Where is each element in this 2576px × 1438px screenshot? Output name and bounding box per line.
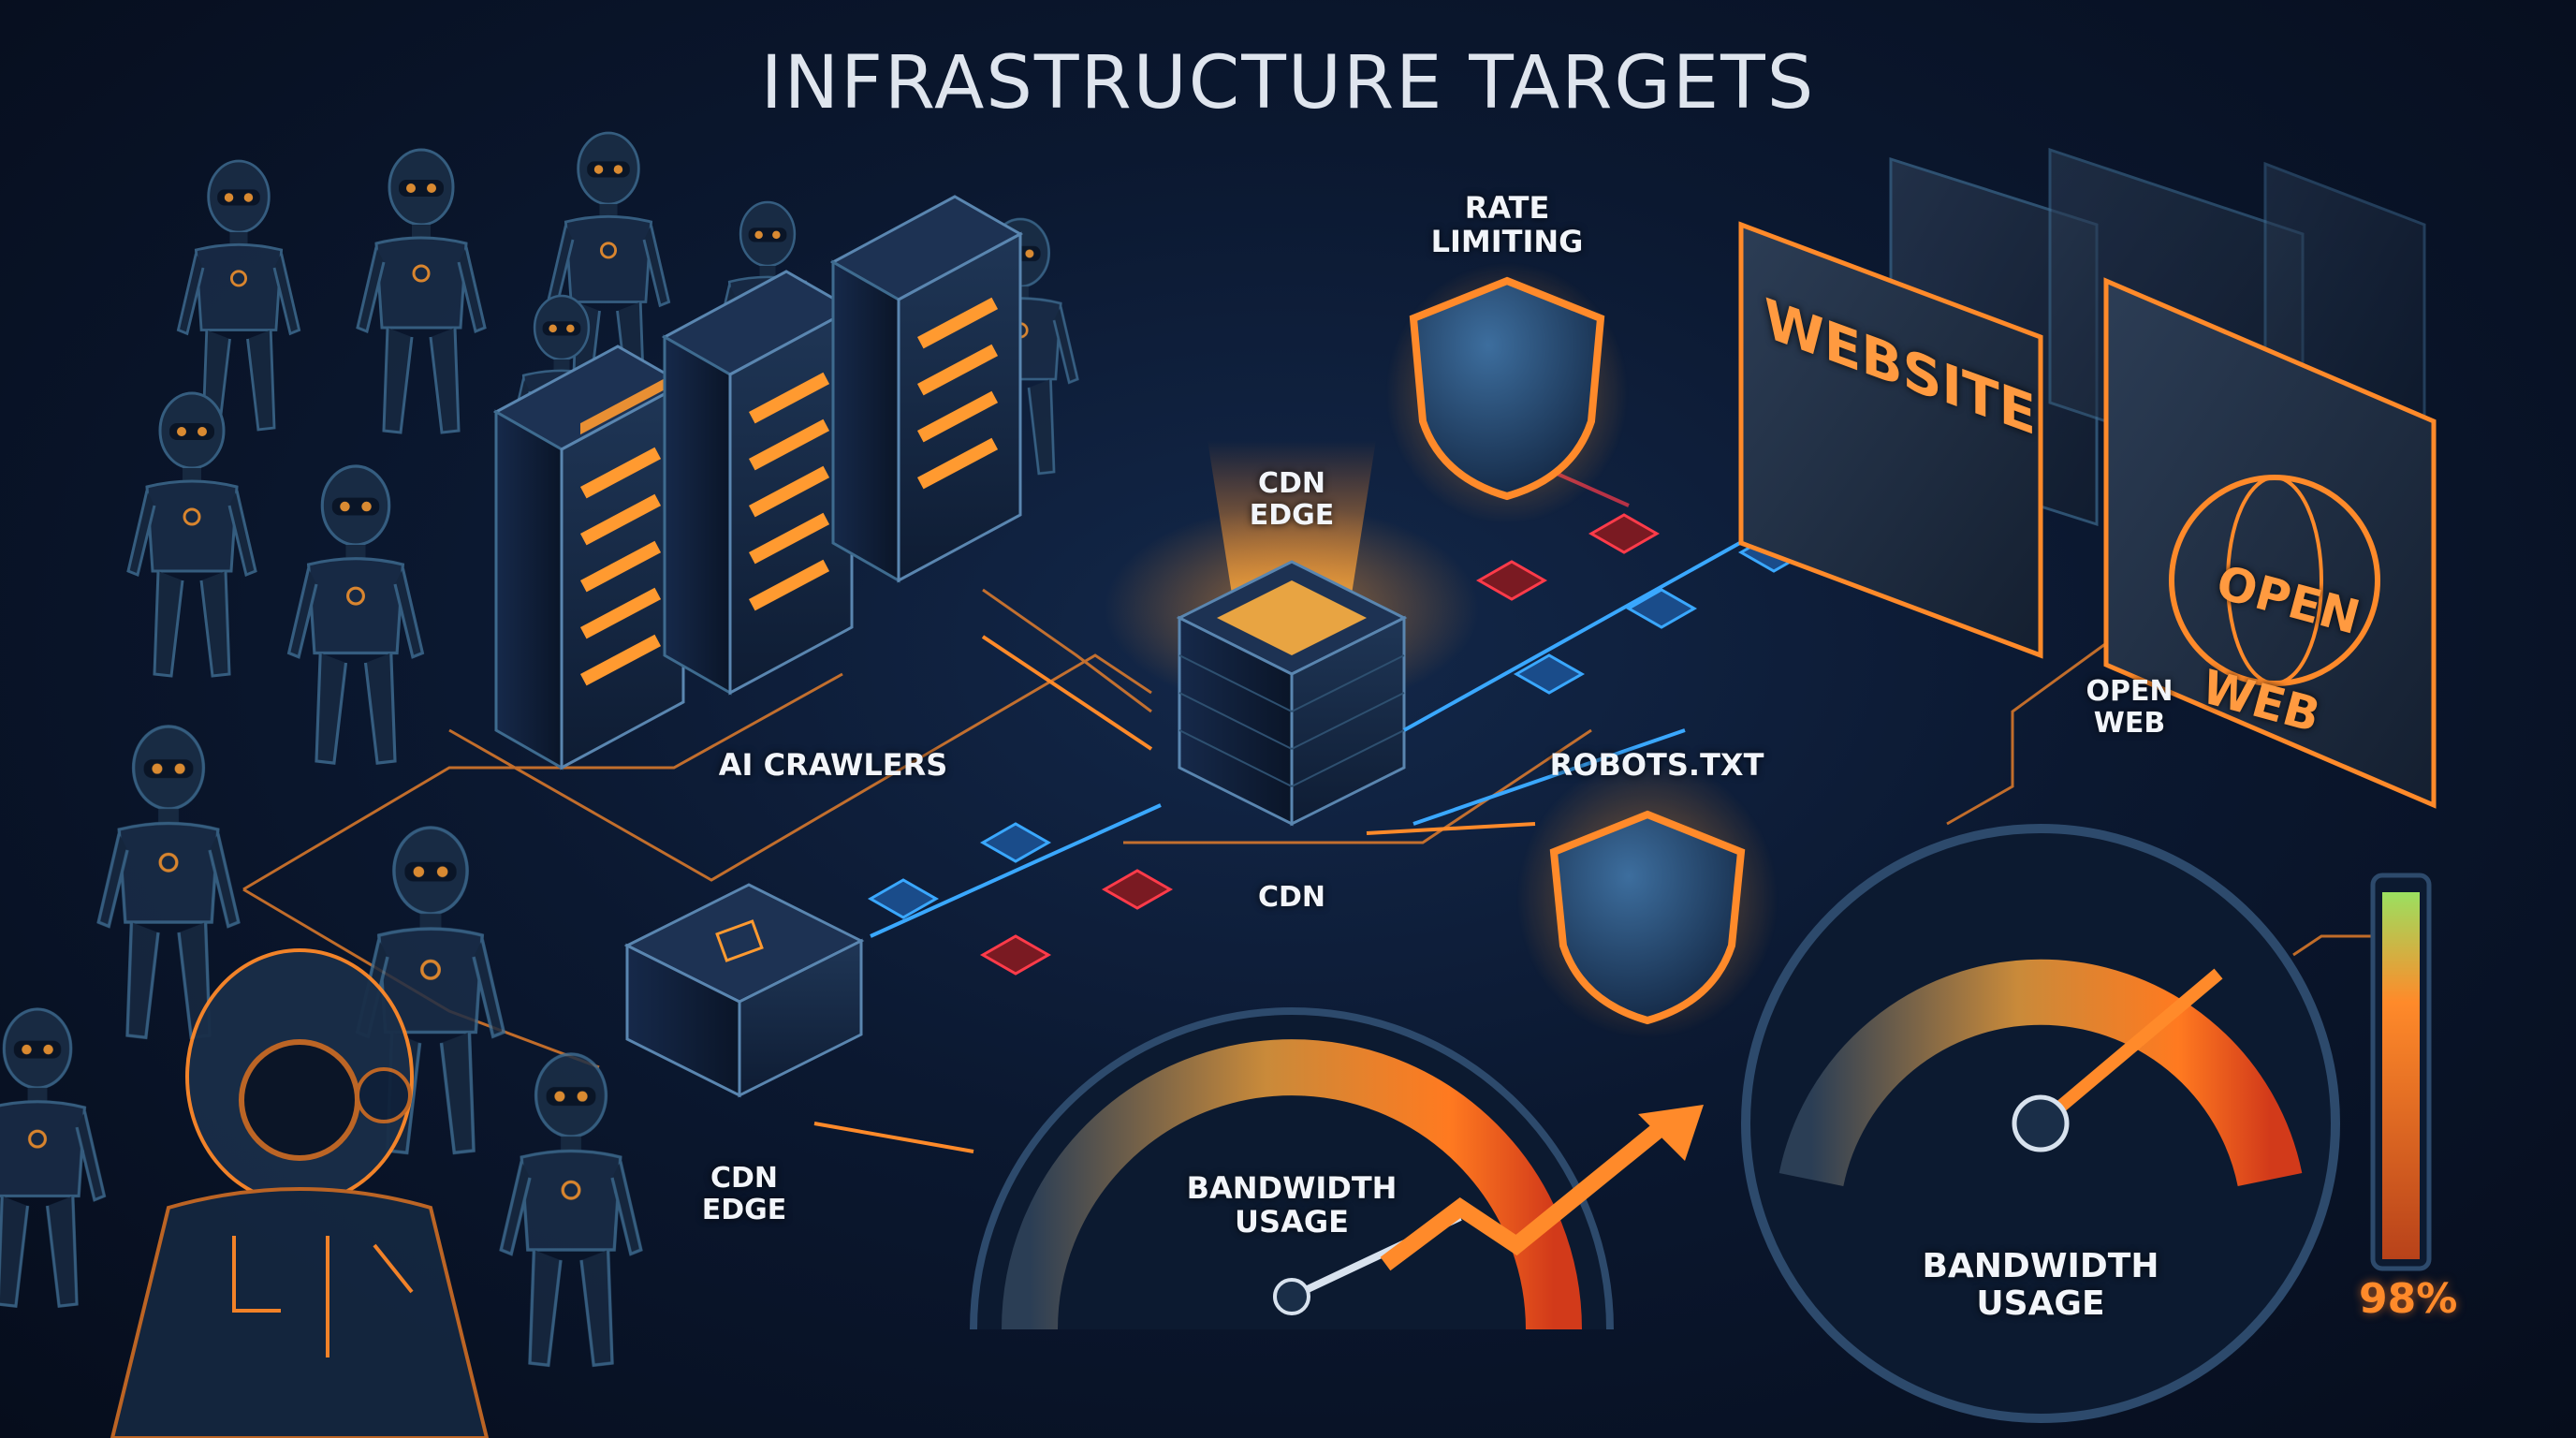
bandwidth-gauge-left (970, 1007, 1704, 1330)
foreground-robot (110, 948, 490, 1438)
rate-limiting-shield (1385, 262, 1629, 524)
server-racks (492, 195, 1024, 770)
page-title: INFRASTRUCTURE TARGETS (760, 41, 1816, 125)
server-leds (579, 297, 999, 686)
robots-txt-label: ROBOTS.TXT (1549, 747, 1764, 783)
open-web-label: OPEN WEB (2086, 675, 2174, 740)
cdn-label: CDN (1257, 881, 1326, 914)
cdn-edge-stack (1105, 440, 1479, 827)
bandwidth-usage-left-label: BANDWIDTH USAGE (1186, 1170, 1398, 1240)
bandwidth-usage-right-label: BANDWIDTH USAGE (1922, 1247, 2159, 1324)
ai-crawlers-label: AI CRAWLERS (718, 747, 948, 783)
robots-txt-shield (1516, 758, 1778, 1039)
cdn-edge-lower-stack (623, 883, 865, 1098)
bandwidth-gauge-right (1741, 824, 2340, 1423)
bandwidth-percent: 98% (2359, 1275, 2458, 1323)
cdn-edge-bottom-label: CDN EDGE (701, 1162, 787, 1226)
bandwidth-level-meter (2370, 873, 2432, 1271)
website-panels (1738, 147, 2437, 809)
cdn-edge-top-label: CDN EDGE (1249, 467, 1335, 532)
open-web-globe-line1: OPEN (2211, 554, 2365, 645)
open-web-globe-line2: WEB (2196, 659, 2326, 743)
rate-limiting-label: RATE LIMITING (1430, 190, 1584, 259)
